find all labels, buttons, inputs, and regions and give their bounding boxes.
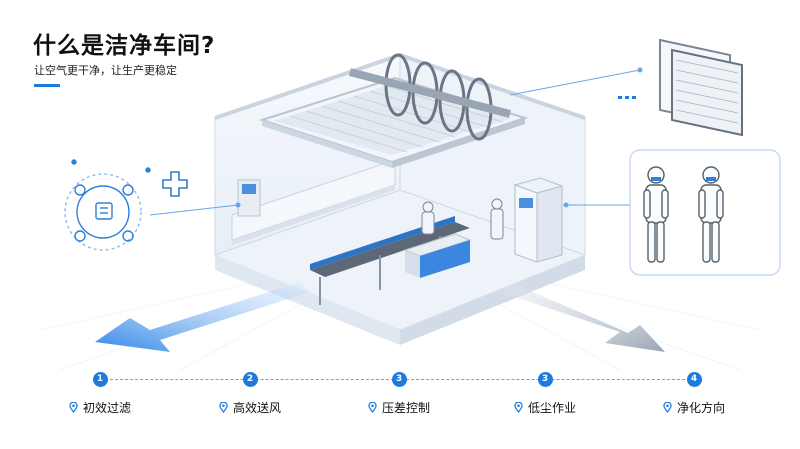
step-item: 1 初效过滤 — [40, 372, 160, 416]
location-pin-icon — [219, 402, 228, 413]
wall-cabinets — [231, 159, 396, 245]
step-number-badge: 1 — [92, 372, 108, 387]
step-number-badge: 2 — [242, 372, 258, 387]
step-item: 2 高效送风 — [190, 372, 310, 416]
inspection-station — [403, 233, 472, 278]
location-pin-icon — [663, 402, 672, 413]
step-label: 低尘作业 — [527, 401, 576, 415]
process-cycle-icon — [64, 159, 151, 251]
step-label: 高效送风 — [232, 401, 281, 415]
conveyor-line — [310, 216, 470, 305]
location-pin-icon — [514, 402, 523, 413]
control-cabinet — [513, 177, 564, 263]
step-label: 压差控制 — [381, 401, 430, 415]
step-item: 3 低尘作业 — [485, 372, 605, 416]
step-number-badge: 3 — [391, 372, 407, 387]
page-title: 什么是洁净车间? — [33, 33, 216, 59]
callout-lines — [149, 67, 643, 216]
medical-cross-icon — [162, 171, 188, 197]
airflow-arrow-right — [500, 283, 665, 352]
page-subtitle: 让空气更干净，让生产更稳定 — [34, 64, 177, 77]
step-number-badge: 4 — [686, 372, 702, 387]
location-pin-icon — [368, 402, 377, 413]
cleanroom-illustration — [39, 38, 781, 370]
filter-panels-icon — [618, 38, 743, 137]
cleanroom-worker-icon — [629, 149, 781, 276]
worker-figures — [421, 198, 504, 240]
step-item: 4 净化方向 — [634, 372, 754, 416]
title-accent-bar — [34, 84, 60, 87]
location-pin-icon — [69, 402, 78, 413]
filter-units — [348, 53, 512, 141]
step-label: 初效过滤 — [82, 401, 131, 415]
airflow-arrow-left — [47, 282, 310, 352]
step-number-badge: 3 — [537, 372, 553, 387]
step-label: 净化方向 — [676, 401, 725, 415]
step-item: 3 压差控制 — [339, 372, 459, 416]
